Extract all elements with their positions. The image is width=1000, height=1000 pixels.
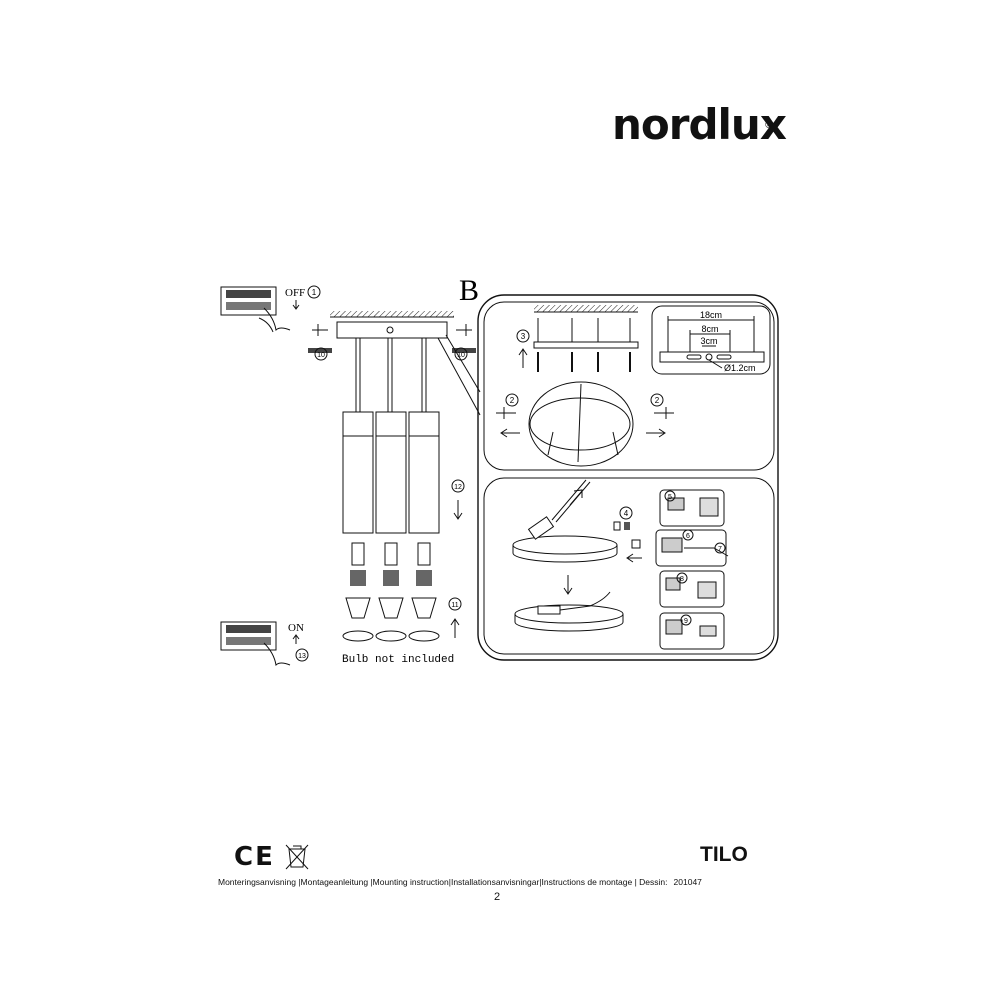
step-8-marker: 8 <box>676 572 688 584</box>
step-7-marker: 7 <box>714 542 726 554</box>
step-6-marker: 6 <box>682 529 694 541</box>
step-3-marker: 3 <box>516 329 530 343</box>
svg-text:2: 2 <box>510 396 515 405</box>
step-9-marker: 9 <box>680 614 692 626</box>
step-2-marker-right: 2 <box>650 393 664 407</box>
dimension-8cm: 8cm <box>701 324 718 334</box>
switch-off-illustration <box>220 286 300 333</box>
pendant-assembly <box>308 311 476 642</box>
dimension-3cm: 3cm <box>700 336 717 346</box>
canopy-wiring-detail <box>512 479 642 632</box>
svg-text:4: 4 <box>624 509 629 518</box>
svg-text:9: 9 <box>684 618 688 625</box>
detail-frame <box>477 294 779 661</box>
detail-top-panel <box>483 301 775 471</box>
svg-text:11: 11 <box>451 602 458 609</box>
bulb-not-included-note: Bulb not included <box>342 654 454 666</box>
off-label: OFF <box>285 287 305 299</box>
step-12-marker: 12 <box>451 479 465 520</box>
svg-text:10: 10 <box>317 352 325 359</box>
switch-on-illustration <box>220 621 300 667</box>
step-5-marker: 5 <box>664 490 676 502</box>
svg-text:12: 12 <box>454 484 462 491</box>
svg-text:6: 6 <box>686 533 690 540</box>
dimension-18cm: 18cm <box>700 310 722 320</box>
dessin-code: 201047 <box>673 877 702 887</box>
bracket-dimensions <box>659 316 765 369</box>
mounting-bracket-detail <box>496 305 674 467</box>
step-13-marker: 13 <box>295 648 309 662</box>
brand-logo: nordlux <box>612 100 787 149</box>
step-1-marker: 1 <box>307 285 321 299</box>
svg-text:10: 10 <box>457 352 465 359</box>
svg-text:2: 2 <box>655 396 660 405</box>
registered-mark: ® <box>764 120 774 131</box>
instructions-text: Monteringsanvisning |Montageanleitung |M… <box>218 877 668 887</box>
step-10-marker-left: 10 <box>314 347 328 361</box>
svg-text:5: 5 <box>668 494 672 501</box>
footer-instructions: Monteringsanvisning |Montageanleitung |M… <box>218 877 702 887</box>
svg-text:8: 8 <box>680 576 684 583</box>
svg-text:13: 13 <box>298 653 306 660</box>
terminal-step-panels <box>655 489 729 650</box>
on-label: ON <box>288 622 304 634</box>
svg-text:1: 1 <box>312 288 317 297</box>
step-4-marker: 4 <box>619 506 633 520</box>
dimension-hole: Ø1.2cm <box>724 363 756 373</box>
svg-text:7: 7 <box>718 546 722 553</box>
step-11-marker: 11 <box>448 597 462 638</box>
detail-bottom-panel <box>483 477 775 655</box>
svg-text:3: 3 <box>521 332 526 341</box>
section-letter: B <box>459 274 479 307</box>
page-number: 2 <box>494 891 501 903</box>
step-2-marker-left: 2 <box>505 393 519 407</box>
ce-mark: CE <box>234 842 275 872</box>
product-name: TILO <box>700 843 748 866</box>
weee-bin-icon <box>285 844 309 870</box>
